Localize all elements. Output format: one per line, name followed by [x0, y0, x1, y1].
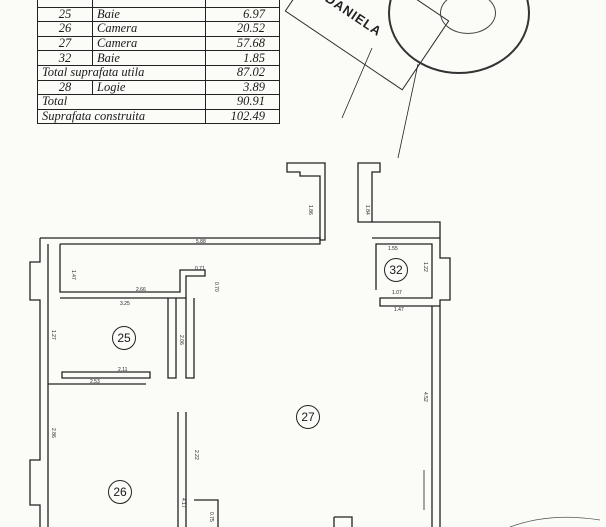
room-number: 26	[37, 21, 93, 37]
room-label-25: 25	[112, 326, 136, 350]
leader-line	[341, 47, 373, 119]
wall	[372, 221, 441, 239]
wall	[40, 237, 321, 245]
dimension-label: 2.06	[178, 335, 184, 345]
dimension-label: 3.25	[120, 301, 130, 307]
dimension-label: 2.22	[193, 450, 199, 460]
room-area: 20.52	[205, 21, 280, 37]
table-row: 25 Baie 6.97	[37, 6, 280, 23]
dimension-label: 1.84	[364, 205, 370, 215]
wall	[431, 306, 441, 527]
dimension-label: 2.86	[50, 428, 56, 438]
dimension-label: 1.47	[70, 270, 76, 280]
dimension-label: 1.22	[422, 262, 428, 272]
dimension-label: 1.07	[392, 290, 402, 296]
built-area-label: Suprafata construita	[37, 108, 206, 125]
dimension-label: 1.27	[50, 330, 56, 340]
table-row: 26 Camera 20.52	[37, 21, 280, 37]
leader-line	[397, 63, 419, 159]
dimension-label: 0.71	[195, 266, 205, 272]
dimension-label: 1.55	[388, 246, 398, 252]
dimension-label: 0.75	[208, 512, 214, 522]
dimension-label: 5.88	[196, 239, 206, 245]
room-label-32: 32	[384, 258, 408, 282]
room-name: Baie	[92, 6, 206, 23]
wall	[357, 162, 381, 223]
wall	[286, 162, 326, 241]
room-name: Camera	[92, 21, 206, 37]
wall	[333, 516, 353, 527]
dimension-label: 0.70	[213, 282, 219, 292]
dimension-label: 2.11	[118, 367, 128, 373]
wall	[177, 412, 187, 527]
useful-area-label: Total suprafata utila	[37, 64, 206, 81]
wall	[194, 499, 219, 527]
table-row: Total suprafata utila 87.02	[37, 64, 280, 81]
wall	[167, 298, 177, 379]
room-area: 6.97	[205, 6, 280, 23]
dimension-label: 1.47	[394, 307, 404, 313]
dimension-label: 4.17	[180, 498, 186, 508]
dimension-label: 2.53	[90, 379, 100, 385]
seal-arc	[509, 516, 601, 527]
room-area: 3.89	[205, 79, 280, 96]
table-row: 27 Camera 57.68	[37, 35, 280, 52]
dimension-label: 2.66	[136, 287, 146, 293]
dimension-label: 1.86	[307, 205, 313, 215]
built-area-value: 102.49	[205, 108, 280, 125]
room-label-27: 27	[296, 405, 320, 429]
wall	[375, 238, 451, 307]
dimension-label: 4.52	[422, 392, 428, 402]
room-label-26: 26	[108, 480, 132, 504]
surface-table: 25 Baie 6.97 26 Camera 20.52 27 Camera 5…	[37, 0, 280, 125]
table-row: Suprafata construita 102.49	[37, 108, 280, 125]
wall	[61, 371, 151, 379]
wall	[59, 244, 206, 299]
wall	[185, 298, 195, 379]
wall	[29, 238, 41, 527]
